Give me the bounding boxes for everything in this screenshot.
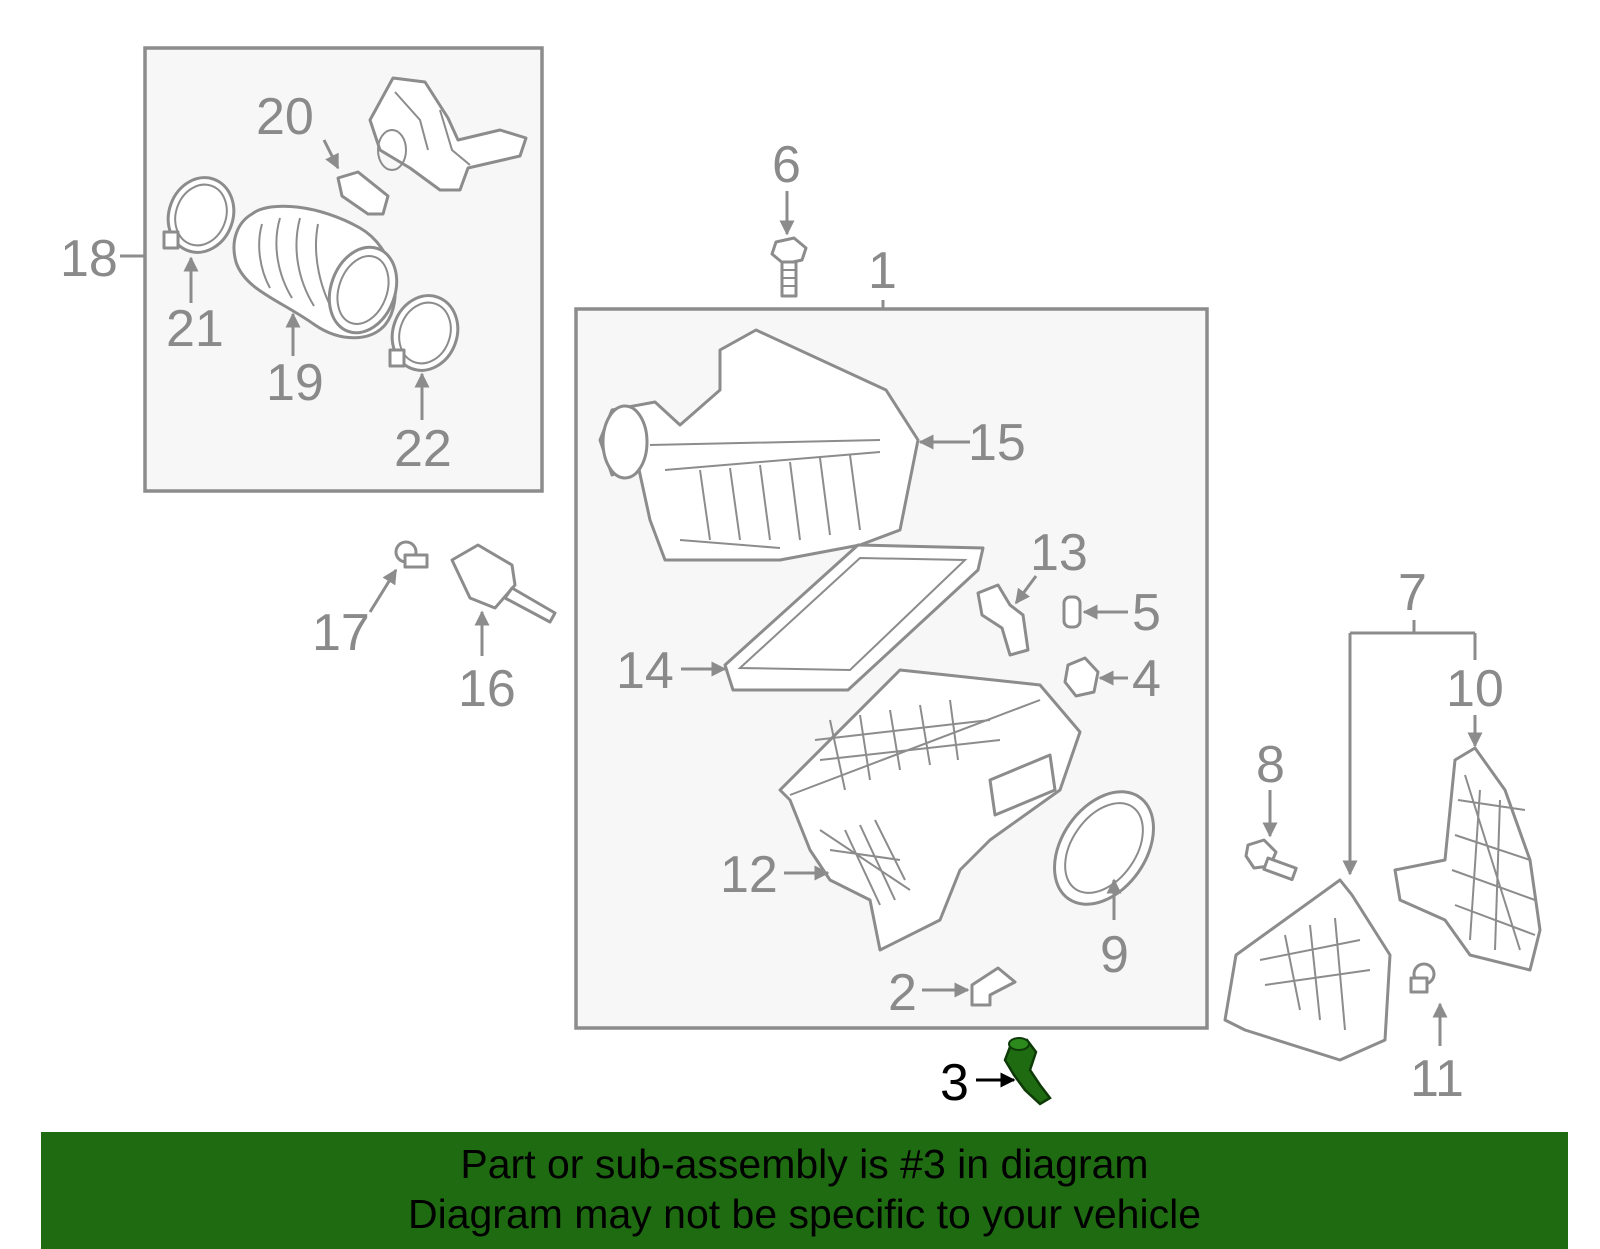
callout-3: 3: [940, 1054, 969, 1112]
info-banner: Part or sub-assembly is #3 in diagram Di…: [41, 1132, 1568, 1249]
part-5-grommet: [1062, 595, 1082, 629]
part-10-resonator: [1393, 746, 1542, 972]
part-11-screw: [1409, 962, 1436, 994]
part-3-highlighted-fitting: [1003, 1037, 1052, 1106]
part-12-lower-housing: [778, 668, 1082, 952]
callout-6: 6: [772, 136, 801, 194]
callout-8: 8: [1256, 736, 1285, 794]
callout-2: 2: [888, 964, 917, 1022]
callout-10: 10: [1446, 660, 1504, 718]
callout-22: 22: [394, 420, 452, 478]
callout-14: 14: [616, 642, 674, 700]
part-19-intake-hose: [232, 204, 399, 340]
callout-19: 19: [266, 354, 324, 412]
callout-13: 13: [1030, 524, 1088, 582]
part-20-resonator-duct: [368, 76, 528, 192]
part-6-bolt: [770, 236, 808, 298]
callout-17: 17: [312, 604, 370, 662]
part-22-hose-clamp: [388, 294, 460, 372]
callout-1: 1: [868, 242, 897, 300]
callout-20: 20: [256, 88, 314, 146]
callout-18: 18: [60, 230, 118, 288]
banner-part-line: Part or sub-assembly is #3 in diagram: [460, 1141, 1149, 1187]
callout-7: 7: [1398, 564, 1427, 622]
part-17-screw: [394, 540, 429, 569]
part-4-nut: [1063, 656, 1100, 698]
callout-5: 5: [1132, 584, 1161, 642]
part-2-clip: [970, 966, 1017, 1007]
callout-15: 15: [968, 414, 1026, 472]
part-8-bolt: [1244, 838, 1298, 882]
callout-11: 11: [1410, 1050, 1464, 1108]
callout-4: 4: [1132, 650, 1161, 708]
part-14-filter-element: [723, 543, 985, 692]
leader-lines: [120, 139, 1483, 1088]
banner-disclaimer-line: Diagram may not be specific to your vehi…: [407, 1191, 1201, 1237]
part-9-seal: [1053, 790, 1155, 906]
callout-16: 16: [458, 660, 516, 718]
part-7-inlet-duct: [1223, 878, 1392, 1062]
callout-21: 21: [166, 300, 224, 358]
part-21-hose-clamp: [162, 176, 236, 254]
part-15-air-cleaner-cover: [598, 328, 920, 562]
part-13-bracket: [976, 583, 1030, 657]
part-16-air-temp-sensor: [450, 543, 557, 624]
callout-9: 9: [1100, 926, 1129, 984]
callout-12: 12: [720, 846, 778, 904]
part-20-sensor-plug: [336, 170, 390, 216]
